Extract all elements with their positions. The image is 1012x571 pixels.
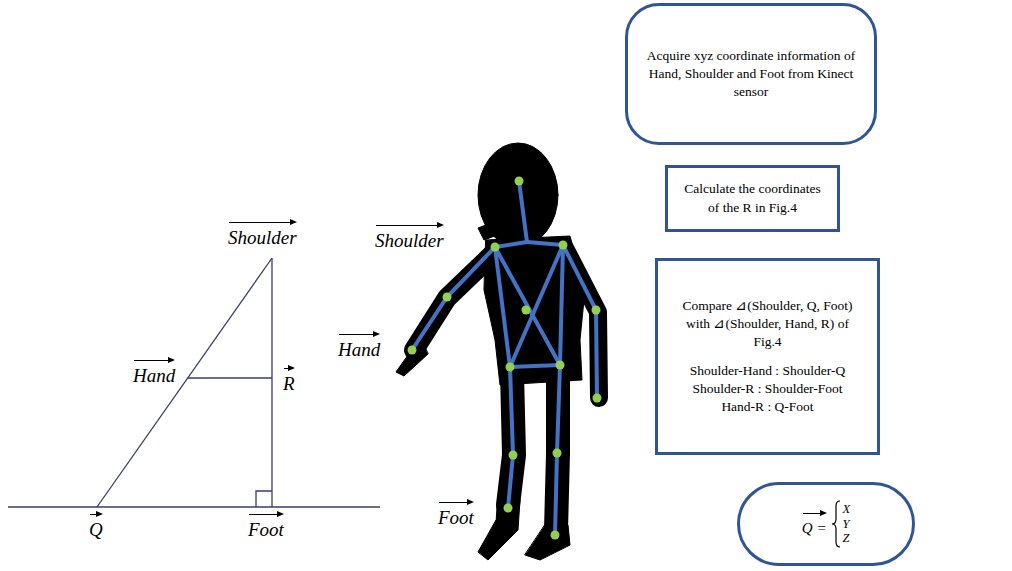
component-list: XYZ (843, 502, 851, 545)
body-silhouette (478, 143, 558, 247)
joint-dots (559, 241, 568, 250)
skeleton (527, 242, 563, 245)
step-text: Acquire xyz coordinate information of Ha… (642, 47, 860, 102)
brace (832, 501, 840, 547)
component: X (843, 502, 851, 516)
ratio-line: Shoulder-Hand : Shoulder-Q (690, 362, 845, 380)
joint-dots (592, 306, 601, 315)
joint-dots (522, 306, 531, 315)
process-box: Compare ⊿(Shoulder, Q, Foot) with ⊿(Shou… (655, 258, 880, 455)
point-label: Foot (248, 511, 284, 539)
result-row: Q = XYZ (802, 500, 850, 548)
triangle-figure (188, 377, 272, 378)
point-label: Shoulder (228, 219, 297, 247)
body-silhouette (478, 222, 500, 240)
point-label: Q (89, 511, 103, 539)
joint-dots (509, 451, 518, 460)
joint-dots (593, 394, 602, 403)
body-silhouette (396, 338, 428, 376)
ratio-line: Shoulder-R : Shoulder-Foot (692, 380, 842, 398)
joint-dots (408, 346, 417, 355)
triangle-figure (256, 491, 272, 507)
brace (831, 500, 841, 548)
skeleton (560, 245, 563, 365)
skeleton (412, 247, 495, 350)
ratio-line: Hand-R : Q-Foot (721, 398, 813, 416)
step-text: Compare ⊿(Shoulder, Q, Foot) with ⊿(Shou… (672, 297, 863, 352)
joint-dots (553, 449, 562, 458)
joint-label: Hand (338, 331, 380, 359)
skeleton (495, 247, 560, 365)
process-box: Calculate the coordinates of the R in Fi… (665, 165, 840, 232)
joint-dots (515, 177, 524, 186)
joint-dots (551, 531, 560, 540)
component: Z (843, 531, 850, 545)
joint-label: Foot (438, 499, 474, 527)
skeleton (508, 367, 513, 508)
joint-dots (504, 504, 513, 513)
body-silhouette (414, 250, 497, 350)
body-silhouette (396, 143, 599, 560)
joint-label: Shoulder (375, 222, 444, 250)
end-terminal: Q = XYZ (737, 482, 915, 566)
component: Y (843, 517, 850, 531)
triangle-figure (8, 506, 380, 507)
triangle-figure (271, 258, 272, 507)
joint-dots (506, 363, 515, 372)
result-symbol: Q = (802, 510, 827, 538)
point-label: Hand (133, 357, 175, 385)
triangle-figure (97, 258, 272, 507)
joint-dots (443, 293, 452, 302)
skeleton (510, 245, 563, 367)
triangle-figure (8, 258, 380, 507)
skeleton (563, 245, 597, 398)
body-silhouette (525, 525, 570, 560)
skeleton (495, 247, 510, 367)
step-text: Calculate the coordinates of the R in Fi… (682, 180, 823, 216)
start-terminal: Acquire xyz coordinate information of Ha… (625, 3, 877, 145)
skeleton (519, 181, 527, 242)
point-label: R (283, 365, 295, 393)
body-silhouette (478, 498, 520, 560)
body-silhouette (565, 248, 599, 398)
joint-dots (556, 361, 565, 370)
joint-dots (491, 243, 500, 252)
skeleton (510, 365, 560, 367)
skeleton (495, 242, 527, 247)
